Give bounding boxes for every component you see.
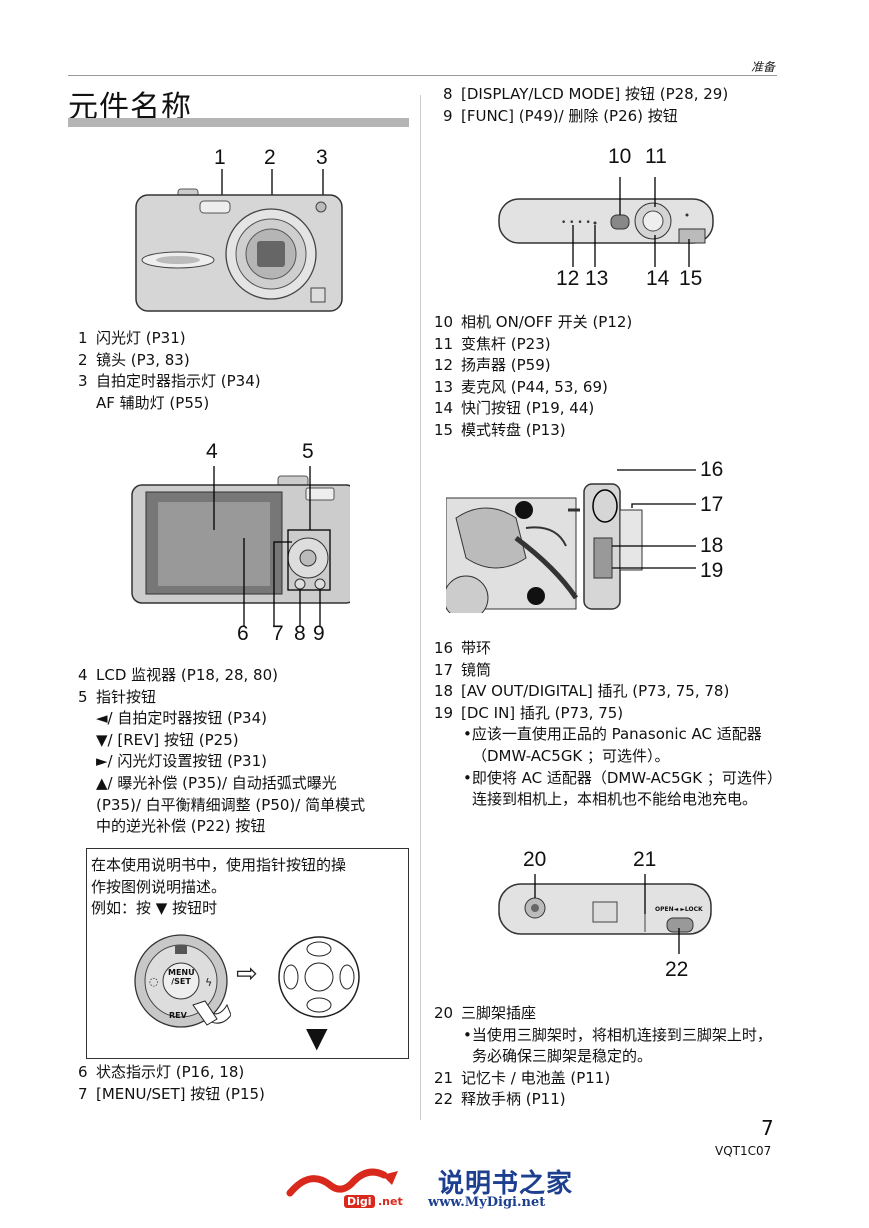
watermark-logo: Digi .net My 说明书之家 www.MyDigi.net — [286, 1163, 586, 1219]
callout-number: 6 — [237, 622, 249, 645]
logo-net: .net — [378, 1195, 403, 1208]
arrow-right-icon: ⇨ — [236, 959, 258, 989]
note-bullet: •当使用三脚架时，将相机连接到三脚架上时，务必确保三脚架是稳定的。 — [463, 1025, 772, 1066]
callout-number: 3 — [316, 146, 328, 169]
logo-url: www.MyDigi.net — [428, 1195, 546, 1210]
latch-label: OPEN◄ ►LOCK — [655, 906, 703, 913]
list-item: 9[FUNC] (P49)/ 删除 (P26) 按钮 — [443, 106, 678, 125]
callout-number: 7 — [272, 622, 284, 645]
callout-number: 17 — [700, 493, 724, 516]
callout-number: 14 — [646, 267, 670, 290]
callout-number: 13 — [585, 267, 609, 290]
callout-number: 19 — [700, 559, 724, 582]
set-label: /SET — [171, 977, 191, 986]
parts-list-back-3: 8[DISPLAY/LCD MODE] 按钮 (P28, 29) 9[FUNC]… — [443, 84, 728, 127]
callout-number: 20 — [523, 848, 547, 871]
callout-number: 4 — [206, 440, 218, 463]
usage-note-box: 在本使用说明书中，使用指针按钮的操 作按图例说明描述。 例如：按 ▼ 按钮时 ◌… — [86, 848, 409, 1059]
callout-number: 12 — [556, 267, 580, 290]
page-number: 7 — [761, 1116, 774, 1140]
callout-number: 9 — [313, 622, 325, 645]
list-subitem: (P35)/ 白平衡精细调整 (P50)/ 简单模式 — [96, 795, 366, 814]
document-code: VQT1C07 — [715, 1144, 772, 1158]
section-header: 准备 — [750, 60, 775, 74]
list-subitem: 中的逆光补偿 (P22) 按钮 — [96, 817, 266, 836]
cursor-dial-illustration: ◌ ϟ MENU /SET REV — [131, 931, 232, 1031]
svg-text:ϟ: ϟ — [205, 976, 212, 989]
header-rule — [68, 75, 777, 76]
list-subitem: ►/ 闪光灯设置按钮 (P31) — [96, 752, 267, 771]
logo-site-name: 说明书之家 — [438, 1169, 574, 1199]
list-item: 8[DISPLAY/LCD MODE] 按钮 (P28, 29) — [443, 85, 729, 103]
dial-outline-illustration — [277, 931, 361, 1031]
list-subitem: ▲/ 曝光补偿 (P35)/ 自动括弧式曝光 — [96, 773, 337, 792]
callout-number: 22 — [665, 958, 689, 981]
callout-number: 21 — [633, 848, 657, 871]
figure-camera-back: 4 5 6 7 8 9 — [128, 440, 357, 648]
svg-text:• • • •: • • • • — [561, 218, 591, 228]
callout-number: 1 — [214, 146, 226, 169]
menu-label: MENU — [168, 968, 195, 977]
callout-number: 8 — [294, 622, 306, 645]
callout-number: 5 — [302, 440, 314, 463]
svg-text:◌: ◌ — [149, 975, 159, 988]
logo-digi: Digi — [344, 1195, 375, 1208]
title-underline-bar — [68, 118, 409, 127]
list-item: AF 辅助灯 (P55) — [96, 393, 210, 412]
figure-camera-side: 16 17 18 19 — [443, 458, 726, 621]
note-bullet: •应该一直使用正品的 Panasonic AC 适配器（DMW-AC5GK ；可… — [463, 725, 762, 765]
note-line: 作按图例说明描述。 — [91, 877, 227, 896]
logo-my: My — [288, 1203, 289, 1204]
note-line: 例如：按 ▼ 按钮时 — [91, 899, 218, 917]
callout-number: 16 — [700, 458, 724, 481]
list-subitem: ◄/ 自拍定时器按钮 (P34) — [96, 709, 267, 728]
figure-camera-bottom: OPEN◄ ►LOCK 20 21 22 — [495, 848, 717, 983]
column-divider — [420, 95, 421, 1120]
list-item: 19[DC IN] 插孔 (P73, 75) — [434, 703, 624, 722]
list-item: 18[AV OUT/DIGITAL] 插孔 (P73, 75, 78) — [434, 682, 730, 701]
figure-camera-top: • • • • 10 11 12 13 14 15 — [495, 143, 715, 293]
callout-number: 2 — [264, 146, 276, 169]
callout-number: 10 — [608, 145, 632, 168]
callout-number: 15 — [679, 267, 703, 290]
down-arrow-icon: ▼ — [306, 1021, 328, 1054]
list-item: 7[MENU/SET] 按钮 (P15) — [78, 1084, 265, 1103]
note-bullet: •即使将 AC 适配器（DMW-AC5GK ；可选件）连接到相机上，本相机也不能… — [463, 768, 775, 809]
callout-number: 11 — [645, 145, 667, 168]
figure-camera-front: 1 2 3 — [130, 145, 350, 315]
rev-label: REV — [169, 1011, 187, 1020]
note-line: 在本使用说明书中，使用指针按钮的操 — [91, 856, 347, 874]
callout-number: 18 — [700, 534, 724, 557]
list-subitem: ▼/ [REV] 按钮 (P25) — [96, 730, 239, 749]
